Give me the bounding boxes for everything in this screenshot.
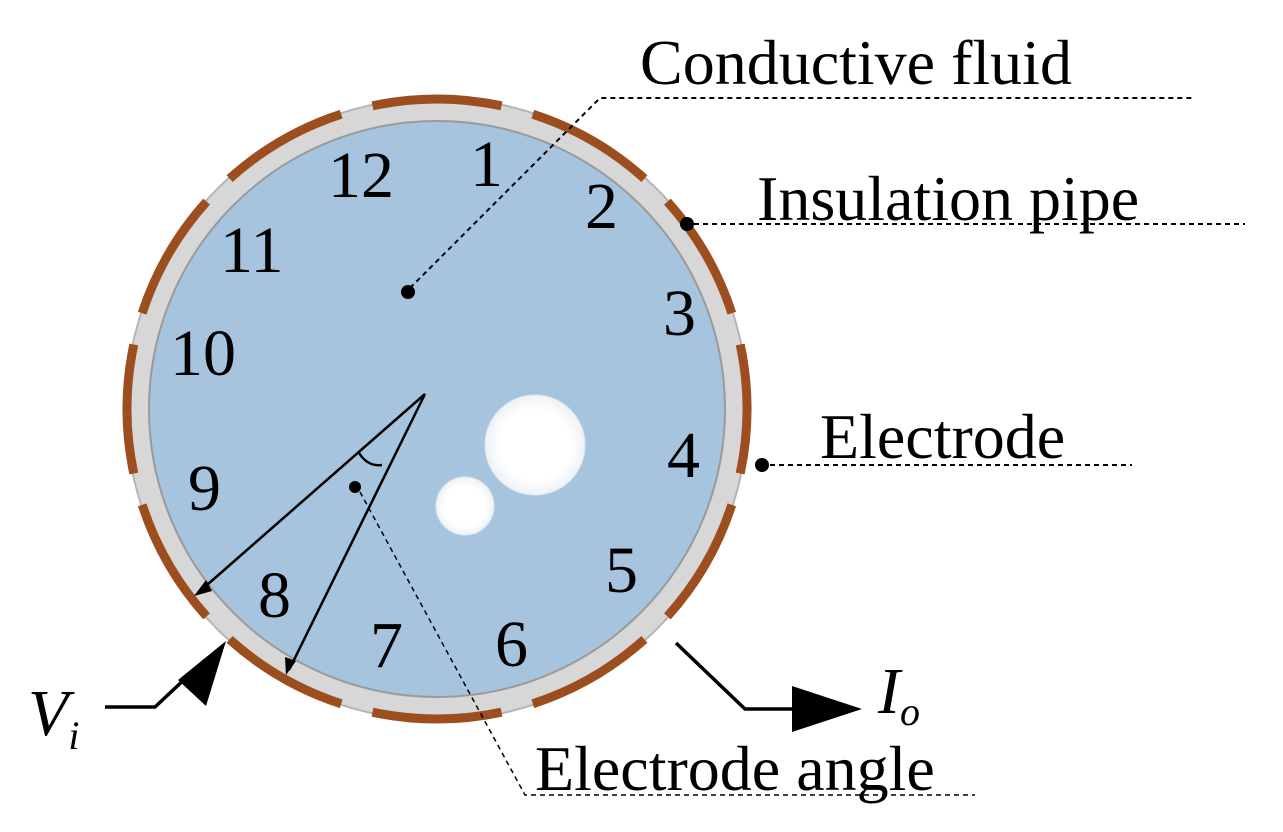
electrode-arc xyxy=(137,198,210,315)
electrode-arc xyxy=(371,94,503,111)
electrode-number-3: 3 xyxy=(663,277,696,350)
electrode-angle-label: Electrode angle xyxy=(535,733,935,804)
electrode-ring xyxy=(122,94,752,724)
angle-arrowhead-lower xyxy=(285,657,296,675)
electrode-number-8: 8 xyxy=(258,559,291,632)
electrode-arc xyxy=(371,707,503,724)
electrode-number-6: 6 xyxy=(495,608,528,681)
electrode-arc xyxy=(137,503,210,620)
angle-leader-line xyxy=(359,491,975,796)
electrode-number-2: 2 xyxy=(585,170,618,243)
fluid-leader-dot xyxy=(401,285,415,299)
electrode-number-11: 11 xyxy=(220,214,284,287)
electrode-number-10: 10 xyxy=(170,317,236,390)
electrode-arc xyxy=(531,109,648,182)
electrode-arc xyxy=(664,503,737,620)
electrode-leader-dot xyxy=(755,458,769,472)
angle-leader-dot xyxy=(349,481,361,493)
conductive-fluid xyxy=(148,120,726,698)
output-current-label: Io xyxy=(877,655,920,734)
angle-ray-upper xyxy=(198,393,426,593)
electrode-number-5: 5 xyxy=(605,534,638,607)
electrode-arc xyxy=(531,636,648,709)
output-arrow-line xyxy=(674,641,800,711)
electrode-number-12: 12 xyxy=(328,139,394,212)
pipe-leader-dot xyxy=(680,217,694,231)
electrode-number-7: 7 xyxy=(370,609,403,682)
electrode-number-9: 9 xyxy=(188,452,221,525)
input-voltage-label: Vi xyxy=(28,677,79,758)
angle-arrowhead-upper xyxy=(194,580,212,596)
electrode-arc xyxy=(122,343,139,475)
small-bubble xyxy=(435,476,495,536)
output-arrowhead xyxy=(792,686,862,732)
insulation-pipe-label: Insulation pipe xyxy=(757,163,1139,234)
electrode-arc xyxy=(226,636,343,709)
angle-ray-lower xyxy=(287,393,427,671)
large-bubble xyxy=(484,394,586,496)
electrode-number-1: 1 xyxy=(470,128,503,201)
input-arrowhead xyxy=(178,641,226,706)
electrode-arc xyxy=(664,198,737,315)
electrode-label: Electrode xyxy=(820,401,1065,472)
electrode-number-4: 4 xyxy=(667,419,700,492)
conductive-fluid-label: Conductive fluid xyxy=(640,27,1072,98)
electrode-arc xyxy=(226,109,343,182)
electrode-arc xyxy=(735,343,752,475)
angle-arc xyxy=(357,452,383,467)
